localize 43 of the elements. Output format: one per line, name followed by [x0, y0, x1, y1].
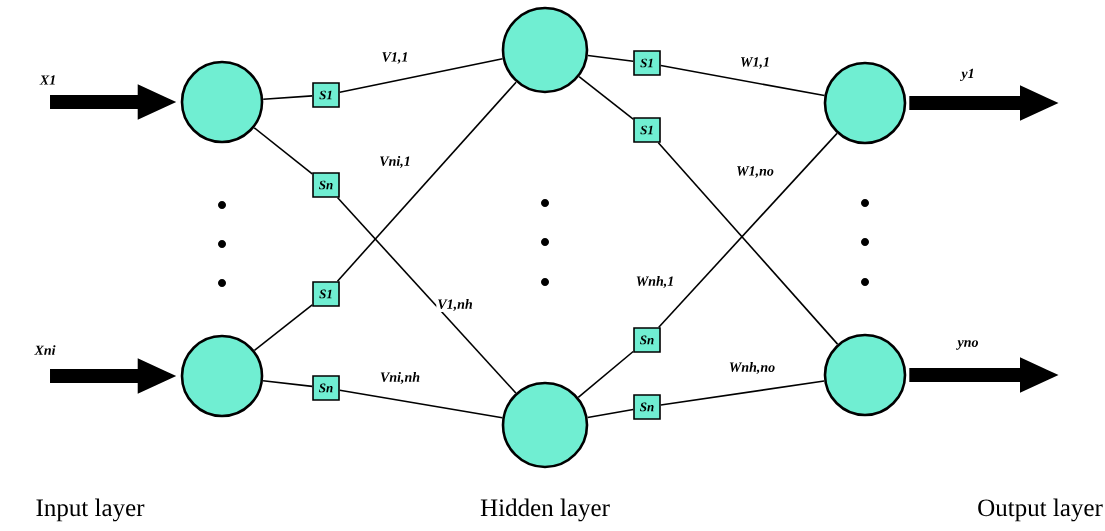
connection-line — [336, 197, 517, 394]
edge-label: W1,no — [735, 165, 775, 179]
connection-line — [253, 304, 313, 352]
connection-line — [586, 408, 634, 419]
synapse-box: S1 — [633, 117, 661, 143]
edge-label: Wnh,no — [727, 361, 777, 375]
edge-label: Wnh,1 — [634, 275, 676, 289]
layer-label: Hidden layer — [480, 498, 610, 522]
neuron-circle — [501, 381, 589, 469]
edge-label: Vni,nh — [378, 371, 422, 385]
connection-line — [660, 64, 826, 97]
connection-line — [577, 350, 634, 399]
edge-label: V1,nh — [436, 298, 474, 312]
synapse-box: Sn — [312, 172, 340, 198]
layer-label: Output layer — [978, 498, 1103, 522]
connection-line — [262, 379, 313, 388]
connection-line — [339, 57, 504, 93]
connection-line — [253, 126, 313, 175]
edge-label: y1 — [960, 67, 976, 83]
edge-label: Xni — [33, 344, 57, 356]
neuron-circle — [823, 333, 907, 417]
synapse-box: S1 — [312, 281, 340, 307]
edge-label: V1,1 — [380, 51, 410, 65]
connection-line — [587, 54, 634, 63]
synapse-box: S1 — [633, 50, 661, 76]
connection-line — [262, 95, 313, 100]
synapse-box: Sn — [312, 375, 340, 401]
edge-label: yno — [956, 339, 980, 351]
connection-line — [336, 81, 517, 282]
synapse-box: Sn — [633, 394, 661, 420]
neuron-circle — [823, 61, 907, 145]
edge-label: W1,1 — [739, 56, 771, 70]
connection-line — [578, 75, 634, 120]
neuron-circle — [180, 334, 264, 418]
synapse-box: Sn — [633, 327, 661, 353]
edge-label: Vni,1 — [378, 155, 412, 169]
connection-line — [339, 389, 504, 419]
edge-label: X1 — [38, 74, 58, 86]
connection-line — [660, 380, 825, 406]
neuron-circle — [180, 60, 264, 144]
layer-label: Input layer — [36, 498, 145, 522]
neuron-circle — [501, 6, 589, 94]
synapse-box: S1 — [312, 82, 340, 108]
